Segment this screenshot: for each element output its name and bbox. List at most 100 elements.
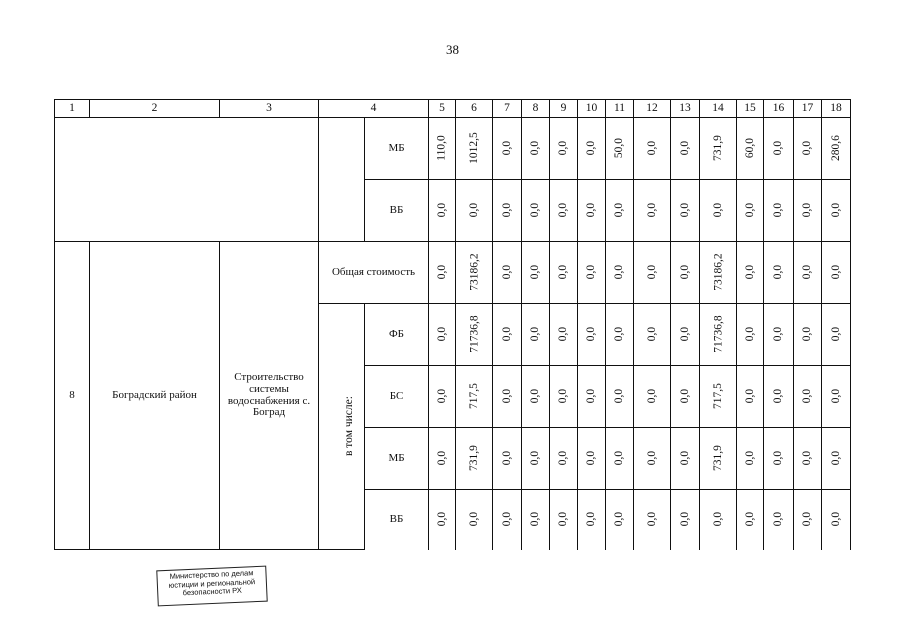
- value-cell: 0,0: [492, 365, 522, 428]
- value-text: 60,0: [743, 138, 756, 159]
- district-name: Боградский район: [89, 241, 220, 550]
- value-text: 0,0: [801, 451, 814, 466]
- value-text: 0,0: [529, 512, 542, 527]
- header-cell: 2: [89, 99, 220, 118]
- value-text: 0,0: [772, 265, 785, 280]
- value-cell: 0,0: [428, 179, 456, 242]
- value-cell: 0,0: [821, 241, 851, 304]
- value-text: 0,0: [772, 512, 785, 527]
- header-cell: 3: [219, 99, 319, 118]
- value-cell: 0,0: [670, 179, 700, 242]
- value-text: 0,0: [829, 265, 842, 280]
- value-text: 0,0: [557, 327, 570, 342]
- value-cell: 731,9: [455, 427, 493, 490]
- value-cell: 71736,8: [699, 303, 737, 366]
- value-cell: 0,0: [549, 427, 578, 490]
- value-cell: 717,5: [455, 365, 493, 428]
- header-cell: 16: [763, 99, 794, 118]
- value-text: 0,0: [585, 327, 598, 342]
- value-text: 0,0: [678, 512, 691, 527]
- value-text: 0,0: [557, 389, 570, 404]
- blank-merged-cell: [54, 117, 319, 242]
- value-text: 0,0: [801, 327, 814, 342]
- value-text: 0,0: [772, 203, 785, 218]
- value-cell: 0,0: [428, 241, 456, 304]
- value-cell: 0,0: [670, 241, 700, 304]
- value-text: 0,0: [585, 141, 598, 156]
- header-cell: 17: [793, 99, 822, 118]
- value-cell: 60,0: [736, 117, 764, 180]
- value-cell: 731,9: [699, 117, 737, 180]
- value-text: 0,0: [467, 512, 480, 527]
- value-cell: 0,0: [699, 489, 737, 550]
- value-cell: 71736,8: [455, 303, 493, 366]
- value-text: 0,0: [743, 203, 756, 218]
- value-text: 0,0: [500, 451, 513, 466]
- value-text: 0,0: [613, 327, 626, 342]
- value-cell: 0,0: [763, 489, 794, 550]
- value-text: 0,0: [435, 389, 448, 404]
- total-cost-label: Общая стоимость: [318, 241, 429, 304]
- value-cell: 0,0: [521, 365, 550, 428]
- value-cell: 0,0: [793, 117, 822, 180]
- value-cell: 0,0: [793, 365, 822, 428]
- value-text: 0,0: [743, 451, 756, 466]
- value-text: 0,0: [801, 389, 814, 404]
- value-text: 0,0: [678, 141, 691, 156]
- value-text: 0,0: [557, 265, 570, 280]
- value-text: 0,0: [435, 203, 448, 218]
- value-cell: 0,0: [699, 179, 737, 242]
- value-text: 0,0: [435, 265, 448, 280]
- header-cell: 7: [492, 99, 522, 118]
- value-cell: 0,0: [605, 489, 634, 550]
- value-cell: 0,0: [521, 303, 550, 366]
- header-cell: 6: [455, 99, 493, 118]
- value-text: 0,0: [529, 203, 542, 218]
- value-cell: 0,0: [736, 179, 764, 242]
- value-cell: 0,0: [793, 179, 822, 242]
- value-text: 0,0: [613, 389, 626, 404]
- value-cell: 0,0: [763, 427, 794, 490]
- value-cell: 0,0: [821, 303, 851, 366]
- value-text: 731,9: [711, 135, 724, 162]
- value-text: 0,0: [500, 389, 513, 404]
- value-text: 0,0: [585, 451, 598, 466]
- value-cell: 0,0: [633, 117, 671, 180]
- value-text: 0,0: [772, 141, 785, 156]
- value-cell: 0,0: [492, 117, 522, 180]
- value-cell: 0,0: [763, 365, 794, 428]
- value-text: 0,0: [772, 327, 785, 342]
- value-cell: 0,0: [492, 489, 522, 550]
- source-label: ФБ: [364, 303, 429, 366]
- value-cell: 0,0: [605, 303, 634, 366]
- header-cell: 9: [549, 99, 578, 118]
- value-text: 0,0: [743, 327, 756, 342]
- header-row: 1 2 3 4 5 6 7 8 9 10 11 12 13 14 15 16 1…: [54, 99, 851, 118]
- value-cell: 0,0: [793, 241, 822, 304]
- value-text: 0,0: [500, 512, 513, 527]
- value-cell: 0,0: [428, 489, 456, 550]
- header-cell: 1: [54, 99, 90, 118]
- value-text: 0,0: [585, 512, 598, 527]
- value-text: 71736,8: [468, 315, 481, 353]
- value-text: 717,5: [467, 383, 480, 410]
- value-text: 0,0: [467, 203, 480, 218]
- value-cell: 0,0: [670, 489, 700, 550]
- value-text: 0,0: [772, 451, 785, 466]
- value-text: 280,6: [829, 135, 842, 162]
- value-cell: 1012,5: [455, 117, 493, 180]
- value-text: 0,0: [557, 451, 570, 466]
- value-text: 0,0: [829, 203, 842, 218]
- header-cell: 5: [428, 99, 456, 118]
- value-cell: 0,0: [549, 241, 578, 304]
- value-text: 0,0: [435, 327, 448, 342]
- blank-cell: [318, 117, 365, 242]
- header-cell: 8: [521, 99, 550, 118]
- header-cell: 13: [670, 99, 700, 118]
- value-text: 0,0: [435, 512, 448, 527]
- value-text: 0,0: [801, 203, 814, 218]
